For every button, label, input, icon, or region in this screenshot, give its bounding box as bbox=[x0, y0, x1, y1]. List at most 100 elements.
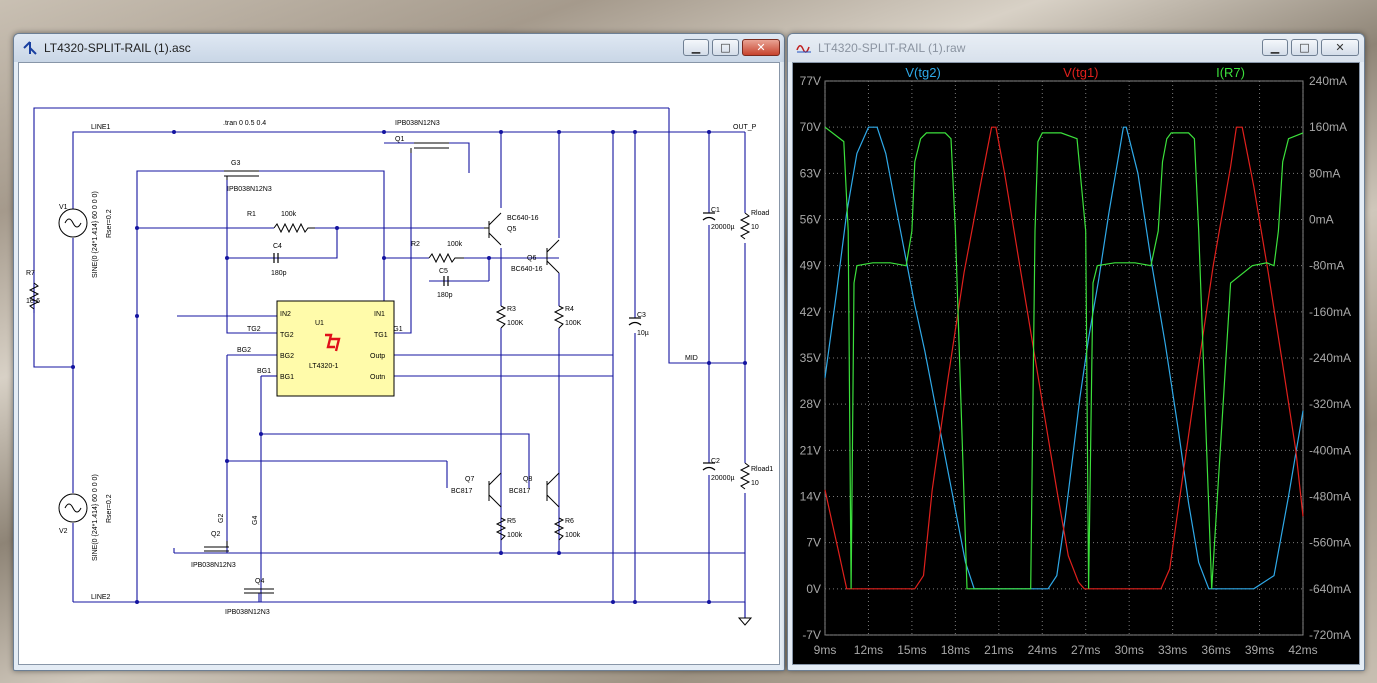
right-tick-label: -320mA bbox=[1309, 397, 1351, 411]
source-v1[interactable]: V1 SINE(0 {24*1.414} 60 0 0 0) Rser=0.2 bbox=[58, 191, 113, 278]
resistor-r1[interactable] bbox=[273, 222, 315, 234]
resistor-r7[interactable] bbox=[28, 282, 40, 310]
minimize-button[interactable]: ▁ bbox=[1262, 39, 1288, 56]
resistor-rload1[interactable] bbox=[739, 462, 751, 490]
right-tick-label: -560mA bbox=[1309, 536, 1351, 550]
pin-bg2: BG2 bbox=[280, 353, 294, 360]
v1-value: SINE(0 {24*1.414} 60 0 0 0) bbox=[92, 191, 99, 278]
traces bbox=[824, 126, 1304, 590]
trace-vtg1[interactable] bbox=[824, 126, 1304, 590]
ground-symbol bbox=[737, 617, 753, 626]
x-tick-label: 39ms bbox=[1245, 643, 1274, 657]
resistor-r3[interactable] bbox=[495, 305, 507, 329]
waveform-titlebar[interactable]: LT4320-SPLIT-RAIL (1).raw ▁ □ ✕ bbox=[788, 34, 1364, 62]
x-tick-label: 9ms bbox=[814, 643, 837, 657]
right-tick-label: -400mA bbox=[1309, 443, 1351, 457]
q6-ref: Q6 bbox=[527, 255, 536, 262]
v1-rser: Rser=0.2 bbox=[106, 209, 113, 238]
x-tick-label: 24ms bbox=[1028, 643, 1057, 657]
resistor-r6[interactable] bbox=[553, 517, 565, 541]
left-tick-label: 14V bbox=[800, 490, 821, 504]
capacitor-c3[interactable] bbox=[628, 317, 642, 326]
net-tg2: TG2 bbox=[247, 326, 261, 333]
net-bg2: BG2 bbox=[237, 347, 251, 354]
r2-ref: R2 bbox=[411, 241, 420, 248]
legend-entry[interactable]: V(tg2) bbox=[905, 65, 940, 80]
net-g2: G2 bbox=[218, 514, 225, 523]
q7-ref: Q7 bbox=[465, 476, 474, 483]
capacitor-c2[interactable] bbox=[702, 462, 716, 471]
q8-ref: Q8 bbox=[523, 476, 532, 483]
bjt-q7[interactable] bbox=[488, 472, 502, 508]
v2-ref: V2 bbox=[59, 528, 68, 535]
r5-ref: R5 bbox=[507, 518, 516, 525]
resistor-r5[interactable] bbox=[495, 517, 507, 541]
ic-part: LT4320-1 bbox=[309, 363, 339, 370]
c5-ref: C5 bbox=[439, 268, 448, 275]
maximize-button[interactable]: □ bbox=[712, 39, 739, 56]
pin-tg1: TG1 bbox=[374, 332, 388, 339]
q7-part: BC817 bbox=[451, 488, 473, 495]
r4-ref: R4 bbox=[565, 306, 574, 313]
close-button[interactable]: ✕ bbox=[1321, 39, 1359, 56]
r3-ref: R3 bbox=[507, 306, 516, 313]
c1-value: 20000µ bbox=[711, 224, 735, 231]
pin-in1: IN1 bbox=[374, 311, 385, 318]
resistor-rload[interactable] bbox=[739, 212, 751, 240]
pin-in2: IN2 bbox=[280, 311, 291, 318]
source-v2[interactable]: V2 SINE(0 {24*1.414} 60 0 0 0) Rser=0.2 bbox=[58, 474, 113, 561]
schematic-drawing[interactable]: LINE1 LINE2 OUT_P MID TG2 TG1 BG2 BG1 G2… bbox=[19, 63, 779, 664]
mosfet-q2[interactable] bbox=[204, 541, 229, 552]
q2-ref: Q2 bbox=[211, 531, 220, 538]
mosfet-q1[interactable] bbox=[410, 142, 449, 153]
right-tick-label: -240mA bbox=[1309, 351, 1351, 365]
c2-value: 20000µ bbox=[711, 475, 735, 482]
schematic-titlebar[interactable]: LT4320-SPLIT-RAIL (1).asc ▁ □ ✕ bbox=[14, 34, 784, 62]
c3-value: 10µ bbox=[637, 330, 649, 337]
bjt-q6[interactable] bbox=[546, 239, 560, 274]
x-tick-label: 12ms bbox=[854, 643, 883, 657]
capacitor-c1[interactable] bbox=[702, 212, 716, 221]
schematic-window[interactable]: LT4320-SPLIT-RAIL (1).asc ▁ □ ✕ bbox=[13, 33, 785, 671]
legend-entry[interactable]: V(tg1) bbox=[1063, 65, 1098, 80]
left-tick-label: 49V bbox=[800, 259, 821, 273]
left-tick-label: 28V bbox=[800, 397, 821, 411]
bjt-q5[interactable] bbox=[484, 212, 502, 246]
left-tick-label: 7V bbox=[806, 536, 821, 550]
right-tick-label: -640mA bbox=[1309, 582, 1351, 596]
mosfet-g3[interactable] bbox=[224, 170, 259, 180]
trace-ir7[interactable] bbox=[824, 126, 1304, 590]
trace-legend[interactable]: V(tg2) V(tg1) I(R7) bbox=[905, 65, 1245, 80]
capacitor-c4[interactable] bbox=[273, 253, 279, 263]
right-axis-labels: 240mA160mA80mA0mA-80mA-160mA-240mA-320mA… bbox=[1309, 74, 1351, 642]
g3-ref: G3 bbox=[231, 160, 240, 167]
ic-u1[interactable]: U1 LT4320-1 IN2 TG2 BG2 BG1 IN1 TG1 Outp… bbox=[276, 300, 395, 397]
capacitor-c5[interactable] bbox=[443, 276, 449, 286]
r2-value: 100k bbox=[447, 241, 463, 248]
bjt-q8[interactable] bbox=[546, 472, 560, 508]
legend-entry[interactable]: I(R7) bbox=[1216, 65, 1245, 80]
lt-logo-icon bbox=[325, 333, 341, 352]
maximize-button[interactable]: □ bbox=[1291, 39, 1318, 56]
mosfet-q4[interactable] bbox=[244, 588, 274, 594]
pin-outp: Outp bbox=[370, 353, 385, 360]
x-tick-label: 33ms bbox=[1158, 643, 1187, 657]
schematic-canvas[interactable]: LINE1 LINE2 OUT_P MID TG2 TG1 BG2 BG1 G2… bbox=[18, 62, 780, 665]
resistor-r2[interactable] bbox=[428, 252, 464, 264]
x-tick-label: 42ms bbox=[1288, 643, 1317, 657]
c5-value: 180p bbox=[437, 292, 453, 299]
g3-part: IPB038N12N3 bbox=[227, 186, 272, 193]
r5-value: 100k bbox=[507, 532, 523, 539]
trace-vtg2[interactable] bbox=[824, 126, 1304, 590]
net-line2: LINE2 bbox=[91, 594, 111, 601]
r3-value: 100K bbox=[507, 320, 524, 327]
resistor-r4[interactable] bbox=[553, 305, 565, 329]
r1-ref: R1 bbox=[247, 211, 256, 218]
minimize-button[interactable]: ▁ bbox=[683, 39, 709, 56]
close-button[interactable]: ✕ bbox=[742, 39, 780, 56]
